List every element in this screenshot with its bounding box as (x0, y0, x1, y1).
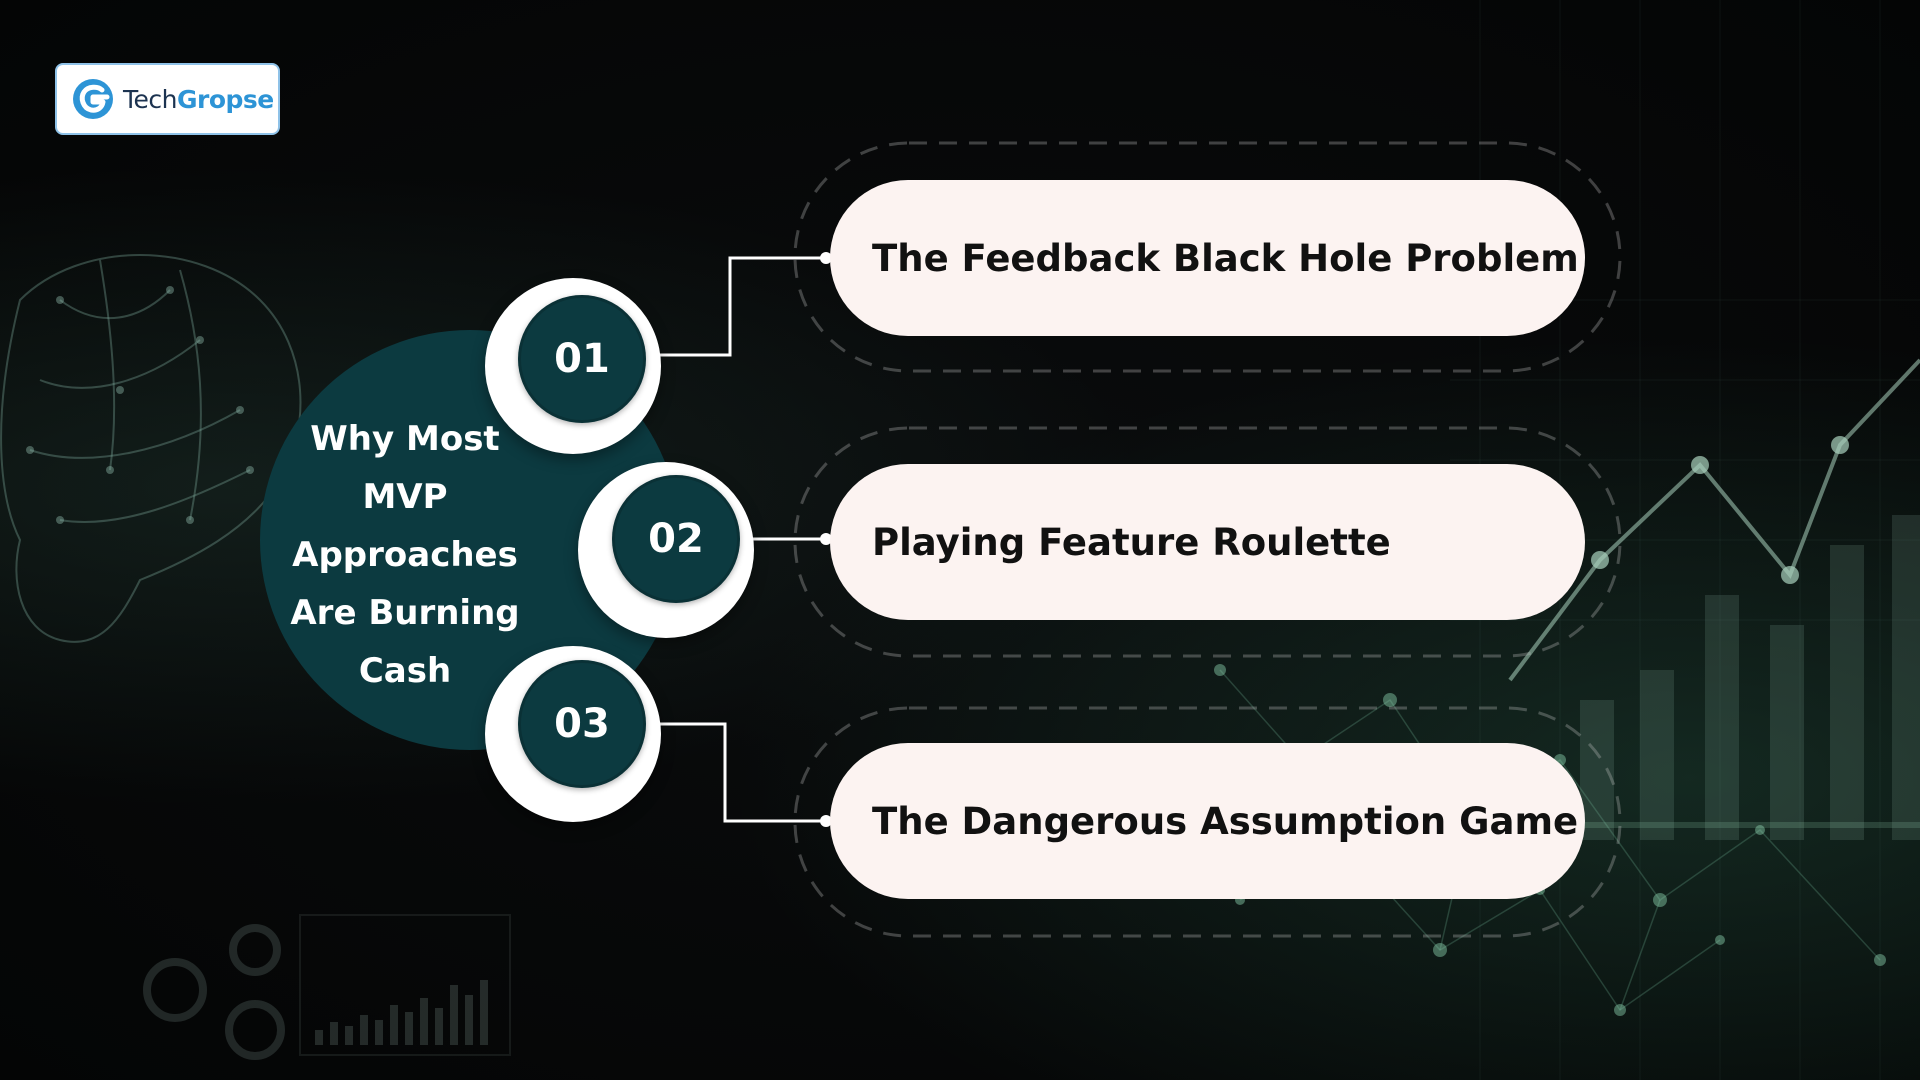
hub-title-line: MVP (362, 477, 448, 517)
hub-title-line: Why Most (310, 419, 500, 459)
decorative-brain (0, 254, 302, 643)
techgropse-g-icon (73, 79, 113, 119)
step-number-badge-1: 01 (518, 295, 646, 423)
item-label-2: Playing Feature Roulette (872, 520, 1391, 564)
logo-word-tech: Tech (123, 84, 178, 114)
step-number-badge-3: 03 (518, 660, 646, 788)
step-number-badge-2: 02 (612, 475, 740, 603)
decorative-gears (143, 924, 285, 1060)
item-pill-2: Playing Feature Roulette (830, 464, 1585, 620)
decorative-trend-line (1508, 358, 1920, 682)
logo-wordmark: TechGropse (123, 85, 274, 114)
logo-word-gropse: Gropse (177, 84, 274, 114)
item-label-3: The Dangerous Assumption Game (872, 799, 1579, 843)
item-label-1: The Feedback Black Hole Problem (872, 236, 1579, 280)
item-pill-1: The Feedback Black Hole Problem (830, 180, 1585, 336)
techgropse-logo: TechGropse (55, 63, 280, 135)
decorative-bars (1580, 515, 1920, 840)
hub-title: Why Most MVP Approaches Are Burning Cash (270, 410, 540, 700)
hub-title-line: Are Burning (290, 593, 520, 633)
decorative-monitor (299, 914, 511, 1056)
hub-title-line: Cash (358, 651, 452, 691)
hub-title-line: Approaches (292, 535, 518, 575)
item-pill-3: The Dangerous Assumption Game (830, 743, 1585, 899)
